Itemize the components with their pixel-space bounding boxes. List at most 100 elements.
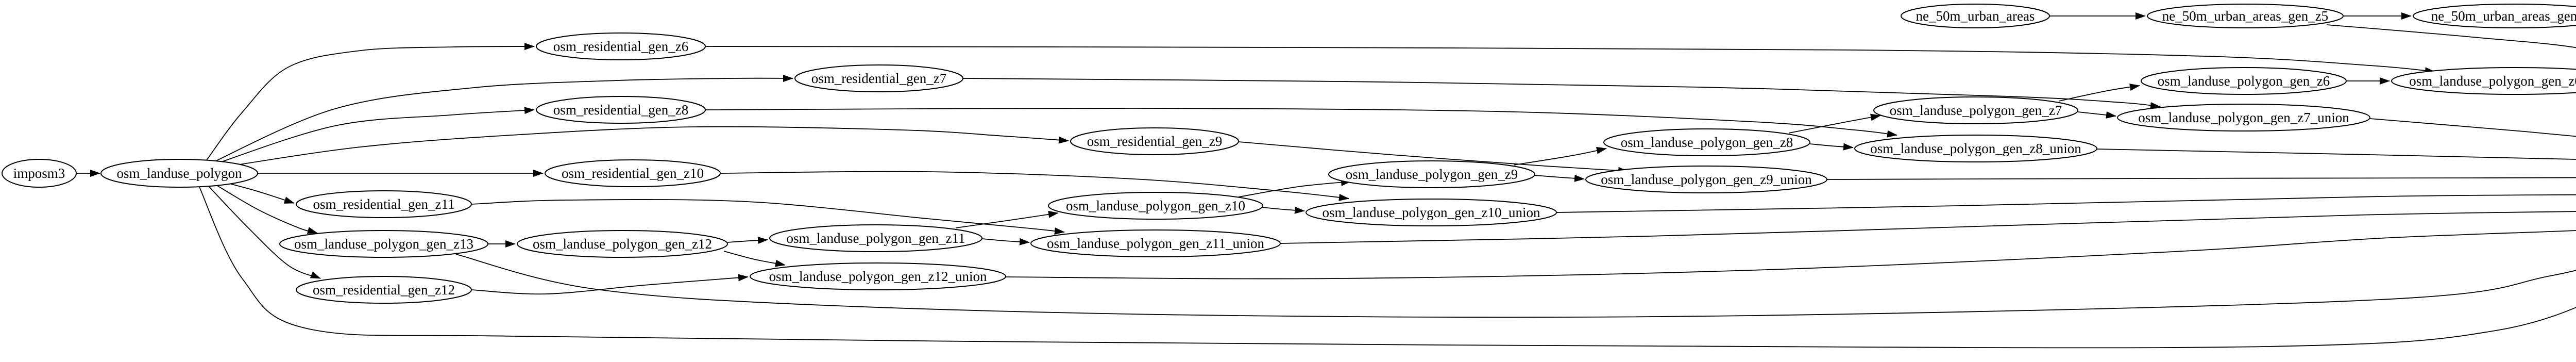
node-osm_landuse_polygon_gen_z6: osm_landuse_polygon_gen_z6 (2141, 67, 2347, 95)
node-label-osm_landuse_polygon_gen_z7_union: osm_landuse_polygon_gen_z7_union (2138, 110, 2349, 125)
node-osm_landuse_polygon_gen_z7_union: osm_landuse_polygon_gen_z7_union (2117, 104, 2370, 131)
edge-osm_landuse_polygon_gen_z8--osm_landuse_polygon_gen_z7 (1788, 113, 1881, 134)
node-shape-osm_residential_gen_z12 (296, 276, 472, 304)
edge-osm_landuse_polygon--osm_residential_gen_z8 (209, 107, 535, 167)
edge-osm_residential_gen_z7--osm_landuse_polygon_gen_z7_union (962, 78, 2161, 109)
edge-osm_landuse_polygon_gen_z7--osm_landuse_polygon_gen_z7_union (2077, 111, 2116, 119)
node-shape-osm_landuse_polygon (100, 159, 258, 188)
node-label-osm_landuse_polygon: osm_landuse_polygon (117, 166, 242, 181)
node-label-ne_50m_urban_areas: ne_50m_urban_areas (1916, 8, 2035, 24)
node-osm_landuse_polygon_gen_z10_union: osm_landuse_polygon_gen_z10_union (1306, 199, 1557, 226)
node-shape-osm_residential_gen_z8 (536, 96, 706, 124)
node-osm_residential_gen_z6: osm_residential_gen_z6 (536, 32, 706, 60)
node-label-osm_residential_gen_z11: osm_residential_gen_z11 (313, 196, 455, 212)
node-shape-osm_landuse_polygon_gen_z10_union (1306, 199, 1557, 226)
node-label-osm_landuse_polygon_gen_z7: osm_landuse_polygon_gen_z7 (1890, 103, 2062, 118)
node-label-osm_landuse_polygon_gen_z6: osm_landuse_polygon_gen_z6 (2158, 73, 2330, 89)
node-shape-osm_landuse_polygon_gen_z12 (517, 230, 728, 258)
edge-osm_landuse_polygon--layer_landuse-z14+ (198, 184, 2576, 349)
edge-osm_landuse_polygon_gen_z12--osm_landuse_polygon_gen_z12_union (723, 251, 786, 267)
edge-osm_landuse_polygon_gen_z12_union--layer_landuse-z12 (1005, 230, 2576, 279)
edge-osm_landuse_polygon--osm_landuse_polygon_gen_z13 (213, 183, 318, 234)
edge-osm_residential_gen_z8--osm_landuse_polygon_gen_z8_union (705, 108, 1897, 138)
node-osm_landuse_polygon_gen_z8: osm_landuse_polygon_gen_z8 (1603, 128, 1810, 156)
node-label-osm_landuse_polygon_gen_z6_union: osm_landuse_polygon_gen_z6_union (2409, 73, 2576, 89)
node-shape-osm_residential_gen_z10 (545, 159, 721, 187)
node-osm_landuse_polygon_gen_z6_union: osm_landuse_polygon_gen_z6_union (2391, 67, 2576, 95)
node-osm_landuse_polygon_gen_z11_union: osm_landuse_polygon_gen_z11_union (1030, 229, 1281, 257)
node-shape-osm_residential_gen_z6 (536, 32, 706, 60)
node-label-osm_residential_gen_z10: osm_residential_gen_z10 (562, 166, 704, 181)
node-label-osm_residential_gen_z7: osm_residential_gen_z7 (811, 71, 946, 86)
node-osm_landuse_polygon_gen_z11: osm_landuse_polygon_gen_z11 (769, 224, 982, 252)
node-shape-osm_landuse_polygon_gen_z7 (1873, 96, 2078, 124)
node-shape-ne_50m_urban_areas_gen_z5 (2147, 4, 2344, 28)
edge-osm_landuse_polygon_gen_z10_union--layer_landuse-z10 (1556, 194, 2576, 213)
node-shape-osm_landuse_polygon_gen_z9 (1328, 160, 1535, 188)
node-shape-osm_landuse_polygon_gen_z10 (1048, 192, 1263, 220)
edge-osm_landuse_polygon_gen_z8--osm_landuse_polygon_gen_z8_union (1809, 143, 1854, 151)
edge-osm_landuse_polygon--osm_residential_gen_z9 (216, 126, 1069, 169)
node-osm_residential_gen_z11: osm_residential_gen_z11 (296, 190, 472, 218)
node-label-osm_landuse_polygon_gen_z11_union: osm_landuse_polygon_gen_z11_union (1047, 236, 1264, 251)
node-label-osm_landuse_polygon_gen_z8_union: osm_landuse_polygon_gen_z8_union (1870, 141, 2081, 156)
node-label-osm_landuse_polygon_gen_z10_union: osm_landuse_polygon_gen_z10_union (1323, 205, 1540, 220)
node-osm_residential_gen_z9: osm_residential_gen_z9 (1070, 127, 1239, 155)
edge-osm_landuse_polygon_gen_z11_union--layer_landuse-z11 (1280, 211, 2576, 244)
node-shape-osm_residential_gen_z11 (296, 190, 472, 218)
edge-osm_landuse_polygon_gen_z9_union--layer_landuse-z9 (1826, 177, 2576, 180)
node-imposm3: imposm3 (2, 159, 77, 188)
node-label-osm_residential_gen_z8: osm_residential_gen_z8 (553, 102, 688, 118)
node-shape-imposm3 (2, 159, 77, 188)
node-shape-osm_landuse_polygon_gen_z6 (2141, 67, 2347, 95)
node-osm_landuse_polygon_gen_z8_union: osm_landuse_polygon_gen_z8_union (1854, 135, 2097, 162)
edge-osm_residential_gen_z11--osm_landuse_polygon_gen_z11_union (471, 199, 1065, 235)
node-osm_residential_gen_z10: osm_residential_gen_z10 (545, 159, 721, 187)
node-osm_residential_gen_z12: osm_residential_gen_z12 (296, 276, 472, 304)
edge-osm_landuse_polygon_gen_z11--osm_landuse_polygon_gen_z11_union (981, 238, 1030, 245)
node-shape-osm_landuse_polygon_gen_z8_union (1854, 135, 2097, 162)
node-osm_landuse_polygon_gen_z7: osm_landuse_polygon_gen_z7 (1873, 96, 2078, 124)
node-label-osm_landuse_polygon_gen_z12: osm_landuse_polygon_gen_z12 (533, 236, 712, 252)
node-shape-osm_landuse_polygon_gen_z8 (1603, 128, 1810, 156)
node-shape-osm_landuse_polygon_gen_z13 (279, 230, 488, 258)
node-shape-osm_landuse_polygon_gen_z11_union (1030, 229, 1281, 257)
node-shape-osm_landuse_polygon_gen_z6_union (2391, 67, 2576, 95)
edge-osm_residential_gen_z6--osm_landuse_polygon_gen_z6_union (705, 46, 2435, 75)
node-shape-osm_landuse_polygon_gen_z9_union (1585, 166, 1827, 193)
node-osm_landuse_polygon_gen_z9_union: osm_landuse_polygon_gen_z9_union (1585, 166, 1827, 193)
node-osm_landuse_polygon_gen_z10: osm_landuse_polygon_gen_z10 (1048, 192, 1263, 220)
node-label-ne_50m_urban_areas_gen_z5: ne_50m_urban_areas_gen_z5 (2162, 8, 2328, 24)
edge-osm_landuse_polygon_gen_z7_union--layer_landuse-z7 (2369, 118, 2576, 137)
node-osm_landuse_polygon_gen_z9: osm_landuse_polygon_gen_z9 (1328, 160, 1535, 188)
node-label-osm_landuse_polygon_gen_z11: osm_landuse_polygon_gen_z11 (787, 231, 965, 246)
node-shape-ne_50m_urban_areas_gen_z4 (2413, 4, 2576, 28)
edge-osm_landuse_polygon_gen_z9--osm_landuse_polygon_gen_z9_union (1534, 174, 1585, 182)
node-ne_50m_urban_areas: ne_50m_urban_areas (1901, 4, 2050, 28)
edge-osm_landuse_polygon_gen_z10--osm_landuse_polygon_gen_z10_union (1262, 206, 1305, 214)
edge-osm_landuse_polygon--osm_residential_gen_z7 (209, 74, 793, 164)
edge-ne_50m_urban_areas_gen_z5--layer_landuse-z5 (2326, 24, 2576, 48)
node-osm_landuse_polygon_gen_z12: osm_landuse_polygon_gen_z12 (517, 230, 728, 258)
edges-layer (76, 12, 2576, 349)
node-label-osm_residential_gen_z6: osm_residential_gen_z6 (553, 39, 688, 54)
node-ne_50m_urban_areas_gen_z5: ne_50m_urban_areas_gen_z5 (2147, 4, 2344, 28)
node-osm_landuse_polygon: osm_landuse_polygon (100, 159, 258, 188)
edge-osm_landuse_polygon_gen_z13--layer_landuse-z13 (455, 254, 2576, 318)
node-label-osm_landuse_polygon_gen_z9_union: osm_landuse_polygon_gen_z9_union (1601, 172, 1812, 187)
node-ne_50m_urban_areas_gen_z4: ne_50m_urban_areas_gen_z4 (2413, 4, 2576, 28)
node-shape-osm_residential_gen_z7 (794, 64, 963, 92)
node-label-osm_landuse_polygon_gen_z8: osm_landuse_polygon_gen_z8 (1621, 135, 1793, 150)
node-label-ne_50m_urban_areas_gen_z4: ne_50m_urban_areas_gen_z4 (2431, 8, 2576, 24)
node-shape-osm_landuse_polygon_gen_z12_union (750, 262, 1006, 290)
edge-osm_landuse_polygon_gen_z8_union--layer_landuse-z8 (2096, 149, 2576, 160)
nodes-layer: imposm3 osm_landuse_polygon osm_residentia… (2, 4, 2576, 304)
node-label-osm_landuse_polygon_gen_z9: osm_landuse_polygon_gen_z9 (1346, 167, 1518, 182)
node-shape-osm_landuse_polygon_gen_z11 (769, 224, 982, 252)
node-label-osm_landuse_polygon_gen_z12_union: osm_landuse_polygon_gen_z12_union (769, 269, 987, 284)
edge-osm_residential_gen_z10--osm_landuse_polygon_gen_z10_union (720, 171, 1349, 201)
edge-osm_landuse_polygon_gen_z11--osm_landuse_polygon_gen_z10 (955, 210, 1059, 228)
node-shape-osm_residential_gen_z9 (1070, 127, 1239, 155)
edge-osm_residential_gen_z9--osm_landuse_polygon_gen_z9_union (1238, 141, 1629, 174)
